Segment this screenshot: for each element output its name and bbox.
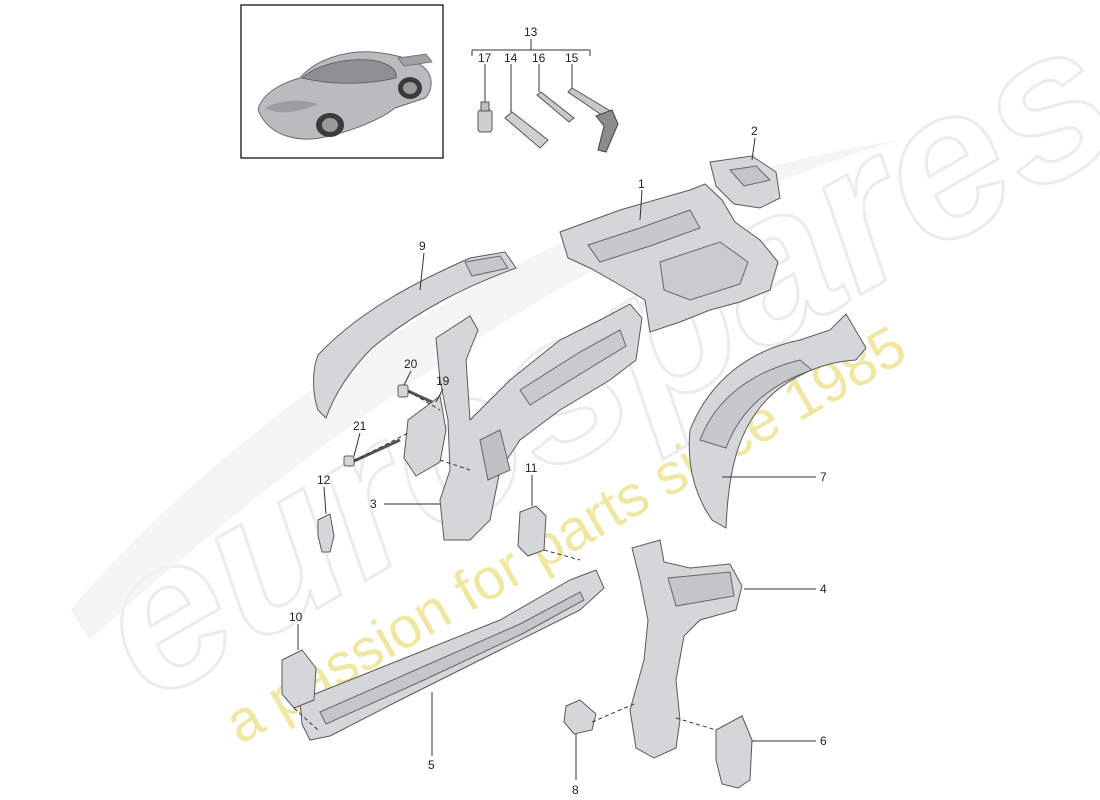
- callout-2: 2: [751, 124, 758, 138]
- callout-21: 21: [353, 419, 367, 433]
- callout-15: 15: [565, 51, 579, 65]
- part-19-hinge-bracket: [403, 395, 447, 477]
- part-10-end-cap: [281, 649, 317, 709]
- sealant-tools: [471, 39, 619, 153]
- callout-12: 12: [317, 473, 331, 487]
- callout-11: 11: [525, 461, 538, 475]
- callout-17: 17: [478, 51, 492, 65]
- body-parts: [281, 155, 867, 789]
- callout-3: 3: [370, 497, 377, 511]
- part-6-reinforcement: [715, 715, 753, 789]
- leader-lines: [293, 137, 816, 780]
- callout-1: 1: [638, 177, 645, 191]
- part-1-inner-quarter-panel: [559, 183, 779, 333]
- callout-6: 6: [820, 734, 827, 748]
- callout-20: 20: [404, 357, 418, 371]
- callout-16: 16: [532, 51, 546, 65]
- part-11-bracket: [517, 505, 547, 557]
- car-thumbnail: [240, 4, 444, 159]
- sealant-tube-icon: [504, 111, 549, 149]
- callout-13: 13: [524, 25, 538, 39]
- sealant-bottle-icon: [477, 101, 493, 133]
- callout-10: 10: [289, 610, 303, 624]
- part-20-bolt: [397, 384, 433, 404]
- callout-labels: 1 2 3 4 5 6 7 8 9 10 11 12 13 17 14 16 1…: [289, 25, 827, 797]
- callout-9: 9: [419, 239, 426, 253]
- caulking-gun-icon: [567, 87, 619, 153]
- callout-14: 14: [504, 51, 518, 65]
- callout-4: 4: [820, 582, 827, 596]
- nozzle-icon: [536, 91, 575, 123]
- callout-19: 19: [436, 374, 450, 388]
- part-8-patch: [563, 699, 597, 735]
- callout-8: 8: [572, 783, 579, 797]
- part-12-clip: [317, 513, 335, 553]
- callout-7: 7: [820, 470, 827, 484]
- callout-5: 5: [428, 758, 435, 772]
